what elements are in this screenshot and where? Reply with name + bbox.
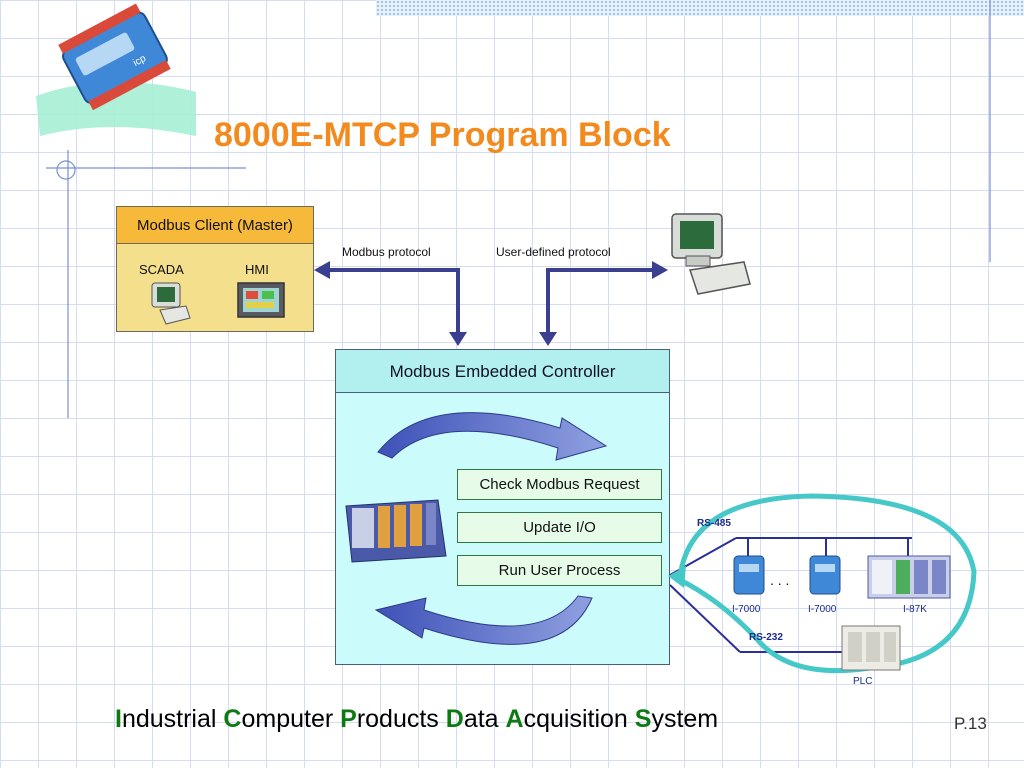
modbus-protocol-label: Modbus protocol — [342, 245, 431, 259]
footer-cap-p: P — [340, 705, 357, 733]
i87k-rack-icon — [867, 555, 951, 599]
network-lines — [669, 537, 912, 653]
network-loop-arrow — [668, 493, 977, 674]
device-label-i87k: I-87K — [903, 604, 927, 615]
rs485-label: RS-485 — [697, 518, 731, 529]
i7000-module-icon-2 — [809, 555, 841, 595]
controller-hardware-icon — [345, 499, 447, 563]
slide-guides — [46, 0, 991, 418]
footer-word-industrial: ndustrial — [121, 705, 224, 733]
pc-computer-icon — [671, 213, 751, 295]
top-decorative-band — [376, 0, 1024, 16]
footer-cap-s: S — [634, 705, 652, 733]
footer-word-acquisition: cquisition — [523, 705, 635, 733]
scada-label: SCADA — [139, 262, 184, 277]
device-ellipsis: . . . — [770, 572, 790, 588]
hmi-label: HMI — [245, 262, 269, 277]
scada-pc-icon — [151, 282, 191, 325]
footer-cap-c: C — [223, 705, 242, 733]
device-label-i7000-2: I-7000 — [808, 604, 837, 615]
i7000-module-icon-1 — [733, 555, 765, 595]
footer-cap-d: D — [445, 705, 464, 733]
device-label-plc: PLC — [853, 676, 873, 687]
protocol-arrows — [326, 268, 654, 336]
arrow-heads — [314, 261, 668, 346]
cycle-arrow-bottom — [374, 595, 593, 645]
svg-text:icp: icp — [132, 53, 149, 69]
rs232-label: RS-232 — [749, 632, 783, 643]
footer-word-data: ata — [463, 705, 506, 733]
footer-cap-i: I — [115, 705, 122, 733]
step-check-modbus-request: Check Modbus Request — [457, 469, 662, 500]
footer-tagline: Industrial Computer Products Data Acquis… — [115, 705, 718, 734]
plc-icon — [841, 625, 901, 671]
step-update-io: Update I/O — [457, 512, 662, 543]
module-logo-graphic: icp — [36, 3, 196, 136]
page-title: 8000E-MTCP Program Block — [214, 116, 671, 154]
user-defined-protocol-label: User-defined protocol — [496, 245, 611, 259]
device-label-i7000-1: I-7000 — [732, 604, 761, 615]
step-run-user-process: Run User Process — [457, 555, 662, 586]
embedded-controller-header: Modbus Embedded Controller — [335, 349, 670, 393]
footer-word-products: roducts — [356, 705, 446, 733]
footer-word-system: ystem — [651, 705, 719, 733]
footer-cap-a: A — [505, 705, 524, 733]
modbus-client-header: Modbus Client (Master) — [116, 206, 314, 244]
hmi-panel-icon — [237, 282, 285, 318]
page-number: P.13 — [954, 714, 987, 733]
footer-word-computer: omputer — [241, 705, 341, 733]
cycle-arrow-top — [377, 412, 608, 461]
